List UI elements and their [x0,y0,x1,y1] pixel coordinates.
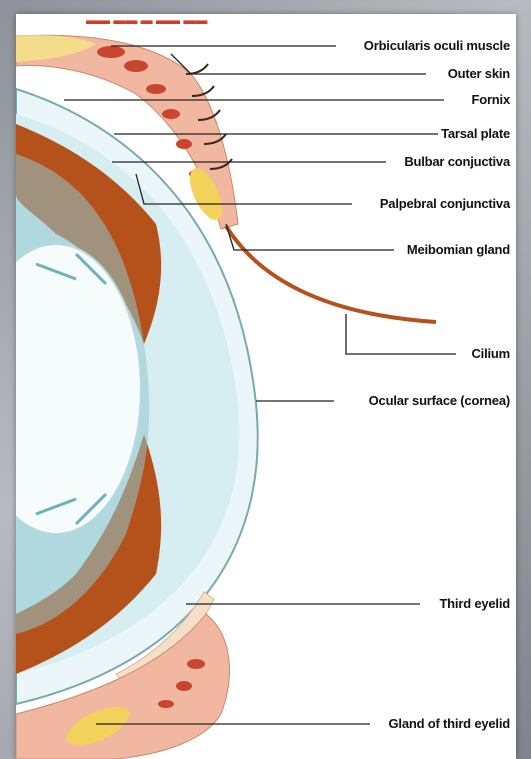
cilium [226,226,436,322]
label-outer-skin: Outer skin [445,66,510,81]
label-third-eyelid: Third eyelid [436,596,510,611]
label-cilium: Cilium [468,346,510,361]
label-palpebral-conjunctiva: Palpebral conjunctiva [377,196,510,211]
label-ocular-surface: Ocular surface (cornea) [366,393,510,408]
label-meibomian-gland: Meibomian gland [404,242,510,257]
label-gland-third-eyelid: Gland of third eyelid [386,716,510,731]
diagram-frame: ▬▬ ▬▬ ▬ ▬▬ ▬▬ [16,14,516,759]
label-tarsal-plate: Tarsal plate [438,126,510,141]
label-orbicularis: Orbicularis oculi muscle [361,38,510,53]
label-bulbar-conjunctiva: Bulbar conjuctiva [401,154,510,169]
label-fornix: Fornix [468,92,510,107]
